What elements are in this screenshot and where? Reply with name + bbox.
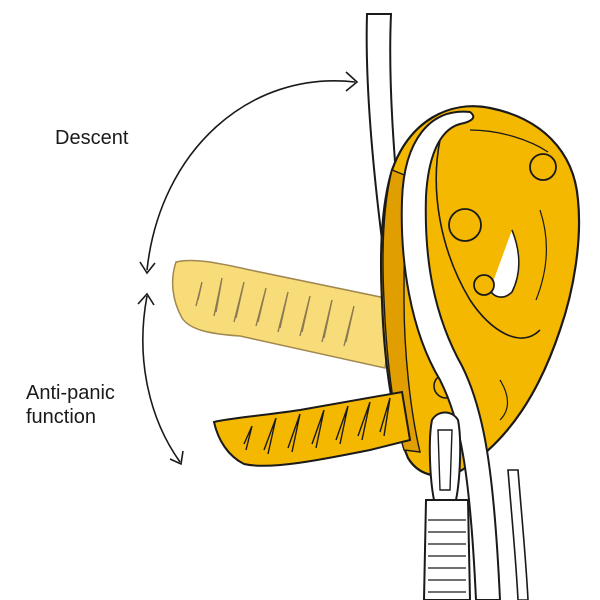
rope-through-device: [400, 110, 502, 600]
anti-panic-label: Anti-panic function: [26, 381, 115, 429]
descent-arrow: [139, 71, 359, 275]
upper-bolt-icon: [529, 153, 557, 181]
carabiner: [428, 411, 462, 501]
sling: [422, 499, 472, 600]
anti-panic-label-line2: function: [26, 406, 97, 428]
device-body: [379, 105, 581, 477]
anti-panic-arrow: [137, 292, 184, 466]
descent-label: Descent: [55, 127, 129, 149]
rope-right-strand: [507, 469, 529, 600]
anti-panic-label-line1: Anti-panic: [26, 382, 115, 404]
handle-anti-panic-position: [212, 390, 412, 467]
lower-bolt-icon: [473, 274, 495, 296]
middle-bolt-icon: [448, 208, 482, 242]
handle-ghost-position: [171, 259, 396, 369]
